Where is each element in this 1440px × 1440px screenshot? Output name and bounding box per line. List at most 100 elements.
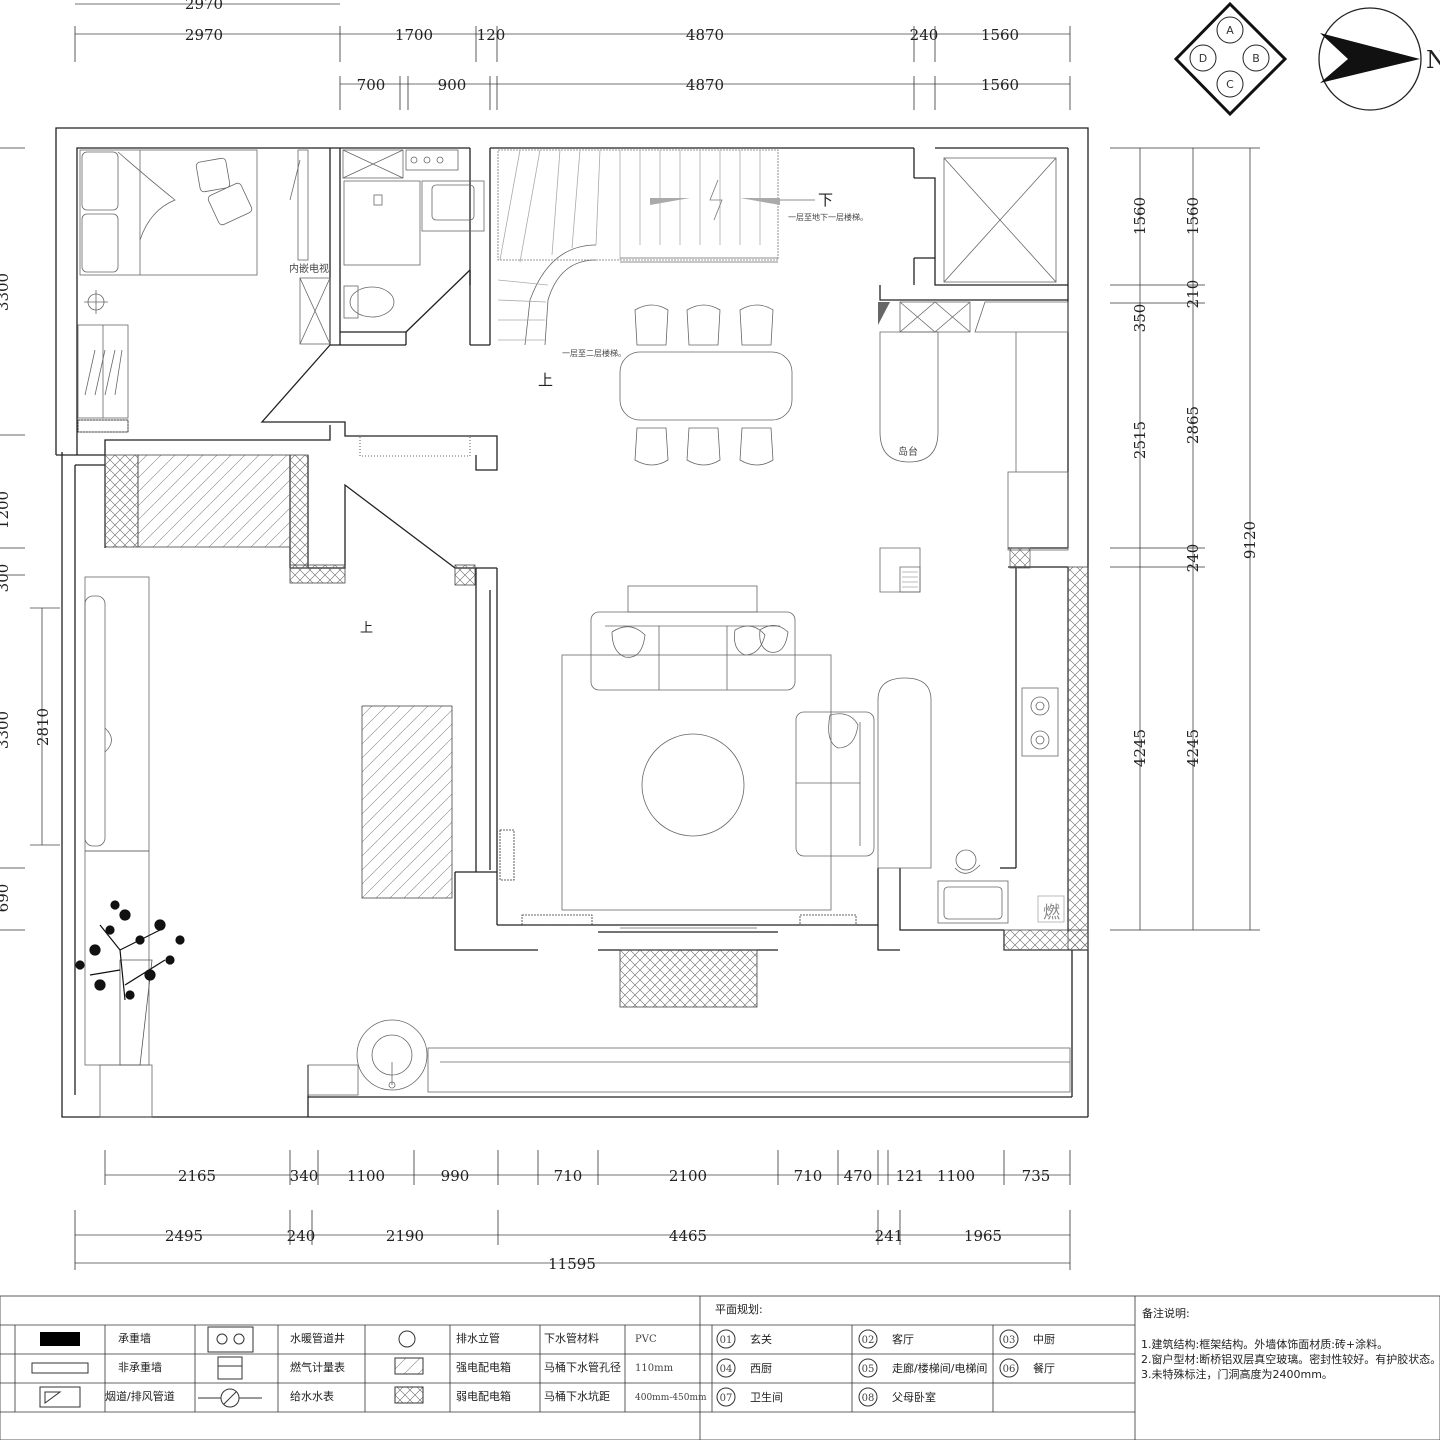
north-compass-icon: N (1318, 7, 1440, 111)
plan-room-02: 客厅 (892, 1332, 914, 1346)
note-3: 3.未特殊标注，门洞高度为2400mm。 (1141, 1367, 1333, 1381)
dim-top1-3: 4870 (686, 26, 724, 44)
dim-bottom-total: 11595 (548, 1255, 596, 1273)
western-kitchen-counter (877, 677, 932, 869)
kitchen-column (879, 547, 921, 593)
dim-bot1-6: 710 (794, 1167, 823, 1185)
kitchen-island (879, 331, 939, 463)
dim-bot2-2: 2190 (386, 1227, 424, 1245)
compass-letter-b: B (1252, 52, 1260, 65)
dim-top2-3: 1560 (981, 76, 1019, 94)
legend-weak-box: 弱电配电箱 (456, 1389, 511, 1403)
radiators (77, 419, 857, 926)
plan-num-01: 01 (720, 1335, 733, 1346)
interior-walls (56, 148, 1088, 951)
dim-right2-0: 1560 (1184, 197, 1202, 235)
plant-icon (75, 900, 185, 1001)
legend-400mm: 400mm-450mm (635, 1393, 707, 1403)
compass-north: N (1426, 46, 1440, 74)
dim-bot1-7: 470 (844, 1167, 873, 1185)
gas-label: 燃 (1043, 903, 1060, 923)
orientation-diamond: A B C D (1173, 1, 1288, 117)
exterior-walls (55, 127, 1089, 1118)
plan-room-07: 卫生间 (750, 1390, 783, 1404)
compass-letter-c: C (1226, 78, 1234, 91)
legend-water-meter: 给水水表 (290, 1389, 334, 1403)
dim-left-1: 1200 (0, 491, 12, 529)
plan-num-04: 04 (720, 1364, 733, 1375)
plan-room-08: 父母卧室 (892, 1390, 936, 1404)
dim-top2-0: 700 (357, 76, 386, 94)
legend-gas-meter: 燃气计量表 (290, 1360, 345, 1374)
legend-heating-shaft: 水暖管道井 (290, 1331, 345, 1345)
dim-bot1-5: 2100 (669, 1167, 707, 1185)
bed (79, 149, 258, 276)
note-1: 1.建筑结构:框架结构。外墙体饰面材质:砖+涂料。 (1141, 1337, 1388, 1351)
dim-bot2-3: 4465 (669, 1227, 707, 1245)
dim-bot2-5: 1965 (964, 1227, 1002, 1245)
legend-flue: 烟道/排风管道 (105, 1389, 175, 1403)
dim-bot2-4: 241 (875, 1227, 904, 1245)
legend-drain: 排水立管 (456, 1331, 500, 1345)
dimension-text-bottom: 2165 340 1100 990 710 2100 710 470 121 1… (165, 1167, 1050, 1273)
staircase (497, 149, 815, 346)
dimension-text-right: 1560 350 2515 4245 1560 210 2865 240 424… (1131, 197, 1259, 767)
dim-bot2-1: 240 (287, 1227, 316, 1245)
stair-up-label: 上 (538, 371, 553, 389)
dim-bot1-3: 990 (441, 1167, 470, 1185)
kitchen-sink-icon (937, 849, 1009, 924)
dim-right2-1: 210 (1184, 280, 1202, 309)
legend-pit-distance: 马桶下水坑距 (544, 1389, 610, 1403)
legend-table (0, 1295, 1440, 1440)
legend-110mm: 110mm (635, 1363, 674, 1374)
terrace-planter (307, 1047, 1071, 1096)
dim-bot1-0: 2165 (178, 1167, 216, 1185)
dim-right1-1: 350 (1131, 304, 1149, 333)
dim-right2-2: 2865 (1184, 406, 1202, 444)
sofa-set (561, 585, 875, 929)
plan-room-03: 中厨 (1033, 1333, 1055, 1346)
plan-num-05: 05 (862, 1364, 875, 1375)
dimension-text-left: 3300 1200 300 3300 690 2810 (0, 273, 52, 912)
island-label: 岛台 (898, 445, 918, 458)
dim-bot1-8: 121 (896, 1167, 925, 1185)
stair-up-note: 一层至二层楼梯。 (562, 348, 626, 358)
stair-down-note: 一层至地下一层楼梯。 (788, 212, 868, 222)
dim-left-3: 3300 (0, 711, 12, 749)
hatched-wall-sections (104, 454, 1089, 1008)
dim-right2-4: 4245 (1184, 729, 1202, 767)
plan-num-06: 06 (1003, 1364, 1016, 1375)
dim-bot1-2: 1100 (347, 1167, 385, 1185)
compass-letter-a: A (1226, 24, 1234, 37)
plan-room-06: 餐厅 (1033, 1361, 1055, 1375)
plan-title: 平面规划: (715, 1302, 763, 1316)
dim-top2-2: 4870 (686, 76, 724, 94)
plan-room-04: 西厨 (750, 1362, 772, 1375)
dining-table (619, 304, 793, 466)
dim-left-0: 3300 (0, 273, 12, 311)
dim-top1-4: 240 (910, 26, 939, 44)
dim-left-4: 690 (0, 884, 12, 913)
legend-pipe-diameter: 马桶下水管孔径 (544, 1360, 621, 1374)
dim-right1-0: 1560 (1131, 197, 1149, 235)
elevator (943, 157, 1057, 283)
legend-symbols (31, 1326, 424, 1408)
dim-right-total: 9120 (1241, 521, 1259, 559)
plan-room-05: 走廊/楼梯间/电梯间 (892, 1361, 987, 1375)
entry-shoe-cabinet (84, 576, 153, 1118)
stair-down-label: 下 (818, 191, 833, 209)
legend-nonload-wall: 非承重墙 (118, 1360, 162, 1374)
kitchen-cabinets (878, 301, 1069, 569)
dim-top0-0: 2970 (185, 0, 223, 13)
dimension-text-top: 2970 2970 1700 120 4870 240 1560 700 900… (185, 0, 1019, 94)
plan-num-08: 08 (862, 1393, 875, 1404)
compass-letter-d: D (1199, 52, 1207, 65)
legend-text: 承重墙 非承重墙 烟道/排风管道 水暖管道井 燃气计量表 给水水表 排水立管 强… (105, 1302, 1440, 1403)
plan-num-02: 02 (862, 1335, 875, 1346)
legend-load-wall: 承重墙 (118, 1331, 151, 1345)
dim-bot1-9: 1100 (937, 1167, 975, 1185)
dim-top1-5: 1560 (981, 26, 1019, 44)
gas-stove-icon (1021, 687, 1059, 757)
dim-top2-1: 900 (438, 76, 467, 94)
